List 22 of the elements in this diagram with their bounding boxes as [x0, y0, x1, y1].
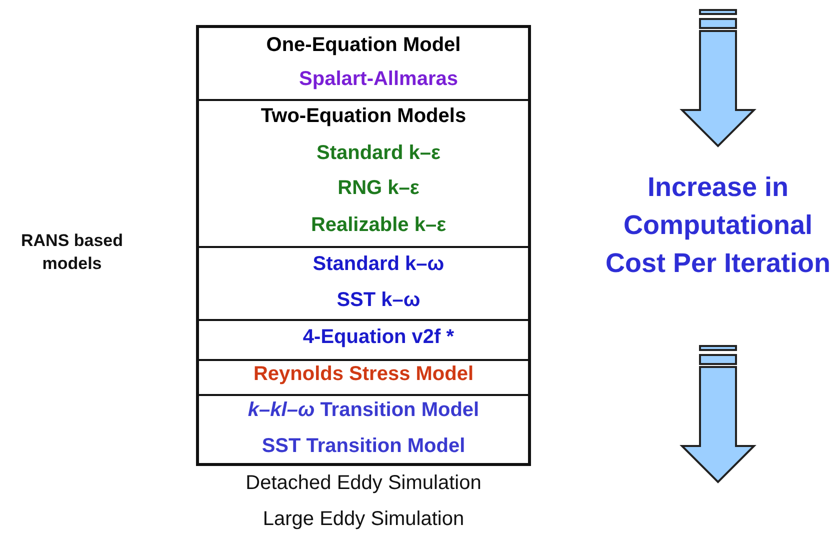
group-heading: One-Equation Model — [266, 33, 461, 57]
model-group-box — [196, 99, 531, 248]
model-name: Standard k–ε — [316, 141, 440, 165]
side-label: RANS based models — [20, 230, 124, 275]
model-group-box — [196, 359, 531, 396]
method-label: Detached Eddy Simulation — [244, 471, 482, 496]
model-group-box — [196, 319, 531, 361]
model-group-box — [196, 394, 531, 466]
method-label: Large Eddy Simulation — [262, 507, 466, 532]
model-name: Spalart-Allmaras — [299, 67, 458, 91]
model-group-box — [196, 25, 531, 101]
model-name: k–kl–ω Transition Model — [248, 398, 480, 422]
cost-label: Increase in Computational Cost Per Iteration — [604, 171, 832, 280]
model-name: SST k–ω — [336, 288, 420, 312]
model-name: RNG k–ε — [338, 176, 420, 200]
group-heading: Two-Equation Models — [260, 104, 466, 128]
model-name: Reynolds Stress Model — [253, 362, 474, 386]
model-name: 4-Equation v2f * — [302, 325, 454, 349]
model-name: Realizable k–ε — [310, 213, 446, 237]
model-name: Standard k–ω — [312, 252, 444, 276]
model-group-box — [196, 246, 531, 321]
model-name: SST Transition Model — [262, 434, 466, 458]
